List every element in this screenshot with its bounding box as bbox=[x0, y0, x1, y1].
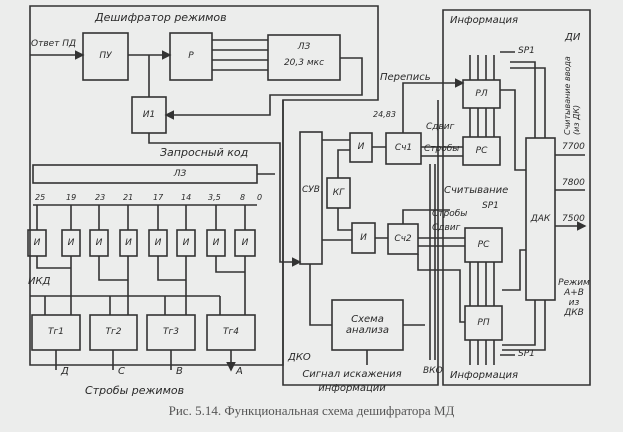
block-and-bottom: И bbox=[360, 232, 367, 243]
label-request-code: Запросный код bbox=[160, 146, 249, 159]
output-c: С bbox=[118, 366, 125, 377]
block-kg: КГ bbox=[332, 187, 345, 198]
trigger-2: Тг2 bbox=[105, 327, 122, 337]
label-sp1-mid: SP1 bbox=[482, 201, 499, 211]
and-gate: И bbox=[95, 237, 103, 248]
tap-label: 19 bbox=[66, 193, 77, 202]
tap-label: 3,5 bbox=[208, 193, 221, 202]
block-counter-1: Сч1 bbox=[394, 143, 413, 153]
label-distortion: Сигнал искажения информации bbox=[302, 369, 402, 394]
label-info-top: Информация bbox=[450, 15, 519, 26]
label-copy: Перепись bbox=[380, 72, 431, 83]
block-rs-top: РС bbox=[475, 145, 488, 156]
output-d: Д bbox=[61, 366, 69, 377]
block-delay-line-long: ЛЗ bbox=[173, 168, 187, 179]
label-mode-strobes: Стробы режимов bbox=[85, 384, 185, 397]
block-i1: И1 bbox=[142, 109, 156, 120]
label-2483: 24,83 bbox=[373, 110, 396, 119]
block-r: Р bbox=[188, 51, 194, 61]
block-rp: РП bbox=[477, 317, 490, 328]
label-shift-top: Сдвиг bbox=[426, 122, 455, 132]
label-7800: 7800 bbox=[562, 178, 585, 188]
label-mode-ab: Режим А+В из ДКВ bbox=[558, 278, 590, 318]
block-pu: ПУ bbox=[99, 51, 112, 61]
label-info-bottom: Информация bbox=[450, 370, 519, 381]
tap-label: 14 bbox=[181, 193, 192, 202]
and-gate: И bbox=[182, 237, 190, 248]
label-strobes-top: Стробы bbox=[424, 144, 460, 154]
output-a: А bbox=[236, 366, 243, 377]
label-di: ДИ bbox=[565, 32, 581, 43]
label-ikd: ИКД bbox=[28, 276, 51, 287]
label-7500: 7500 bbox=[562, 214, 585, 224]
label-strobes-bottom: Стробы bbox=[432, 209, 468, 219]
and-gate: И bbox=[241, 237, 249, 248]
label-shift-bottom: Сдвиг bbox=[432, 223, 461, 233]
label-dko: ДКО bbox=[288, 352, 311, 363]
and-gate: И bbox=[67, 237, 75, 248]
tap-label: 0 bbox=[257, 193, 263, 202]
and-gate: И bbox=[125, 237, 132, 248]
tap-label: 25 bbox=[35, 193, 46, 202]
block-and-top: И bbox=[357, 142, 365, 152]
label-7700: 7700 bbox=[562, 142, 585, 152]
label-read-input: Считывание ввода (из ДК) bbox=[563, 56, 581, 135]
label-sp1-top: SP1 bbox=[518, 46, 535, 56]
block-analysis: Схема анализа bbox=[345, 314, 390, 336]
block-rs-bottom: РС bbox=[477, 239, 490, 250]
block-delay-line: ЛЗ bbox=[297, 41, 311, 52]
label-sp1-bottom: SP1 bbox=[518, 349, 535, 359]
tap-label: 23 bbox=[95, 193, 106, 202]
and-gate: И bbox=[212, 237, 220, 248]
block-counter-2: Сч2 bbox=[394, 233, 412, 244]
block-dak: ДАК bbox=[530, 213, 551, 224]
label-reading: Считывание bbox=[444, 185, 509, 196]
label-vko: ВКО bbox=[423, 366, 443, 376]
and-gate: И bbox=[154, 237, 162, 248]
tap-label: 17 bbox=[153, 193, 164, 202]
tap-label: 8 bbox=[240, 193, 246, 202]
trigger-1: Тг1 bbox=[48, 327, 64, 337]
tap-label: 21 bbox=[123, 193, 134, 202]
trigger-4: Тг4 bbox=[223, 327, 239, 337]
and-gate: И bbox=[33, 237, 41, 248]
trigger-3: Тг3 bbox=[163, 327, 179, 337]
block-suv: СУВ bbox=[302, 184, 320, 195]
block-rl: РЛ bbox=[475, 88, 488, 99]
input-label: Ответ ПД bbox=[31, 39, 77, 49]
decoder-title: Дешифратор режимов bbox=[95, 11, 227, 24]
delay-time: 20,3 мкс bbox=[283, 57, 325, 68]
output-b: В bbox=[176, 366, 183, 377]
figure-caption: Рис. 5.14. Функциональная схема дешифрат… bbox=[168, 403, 455, 418]
